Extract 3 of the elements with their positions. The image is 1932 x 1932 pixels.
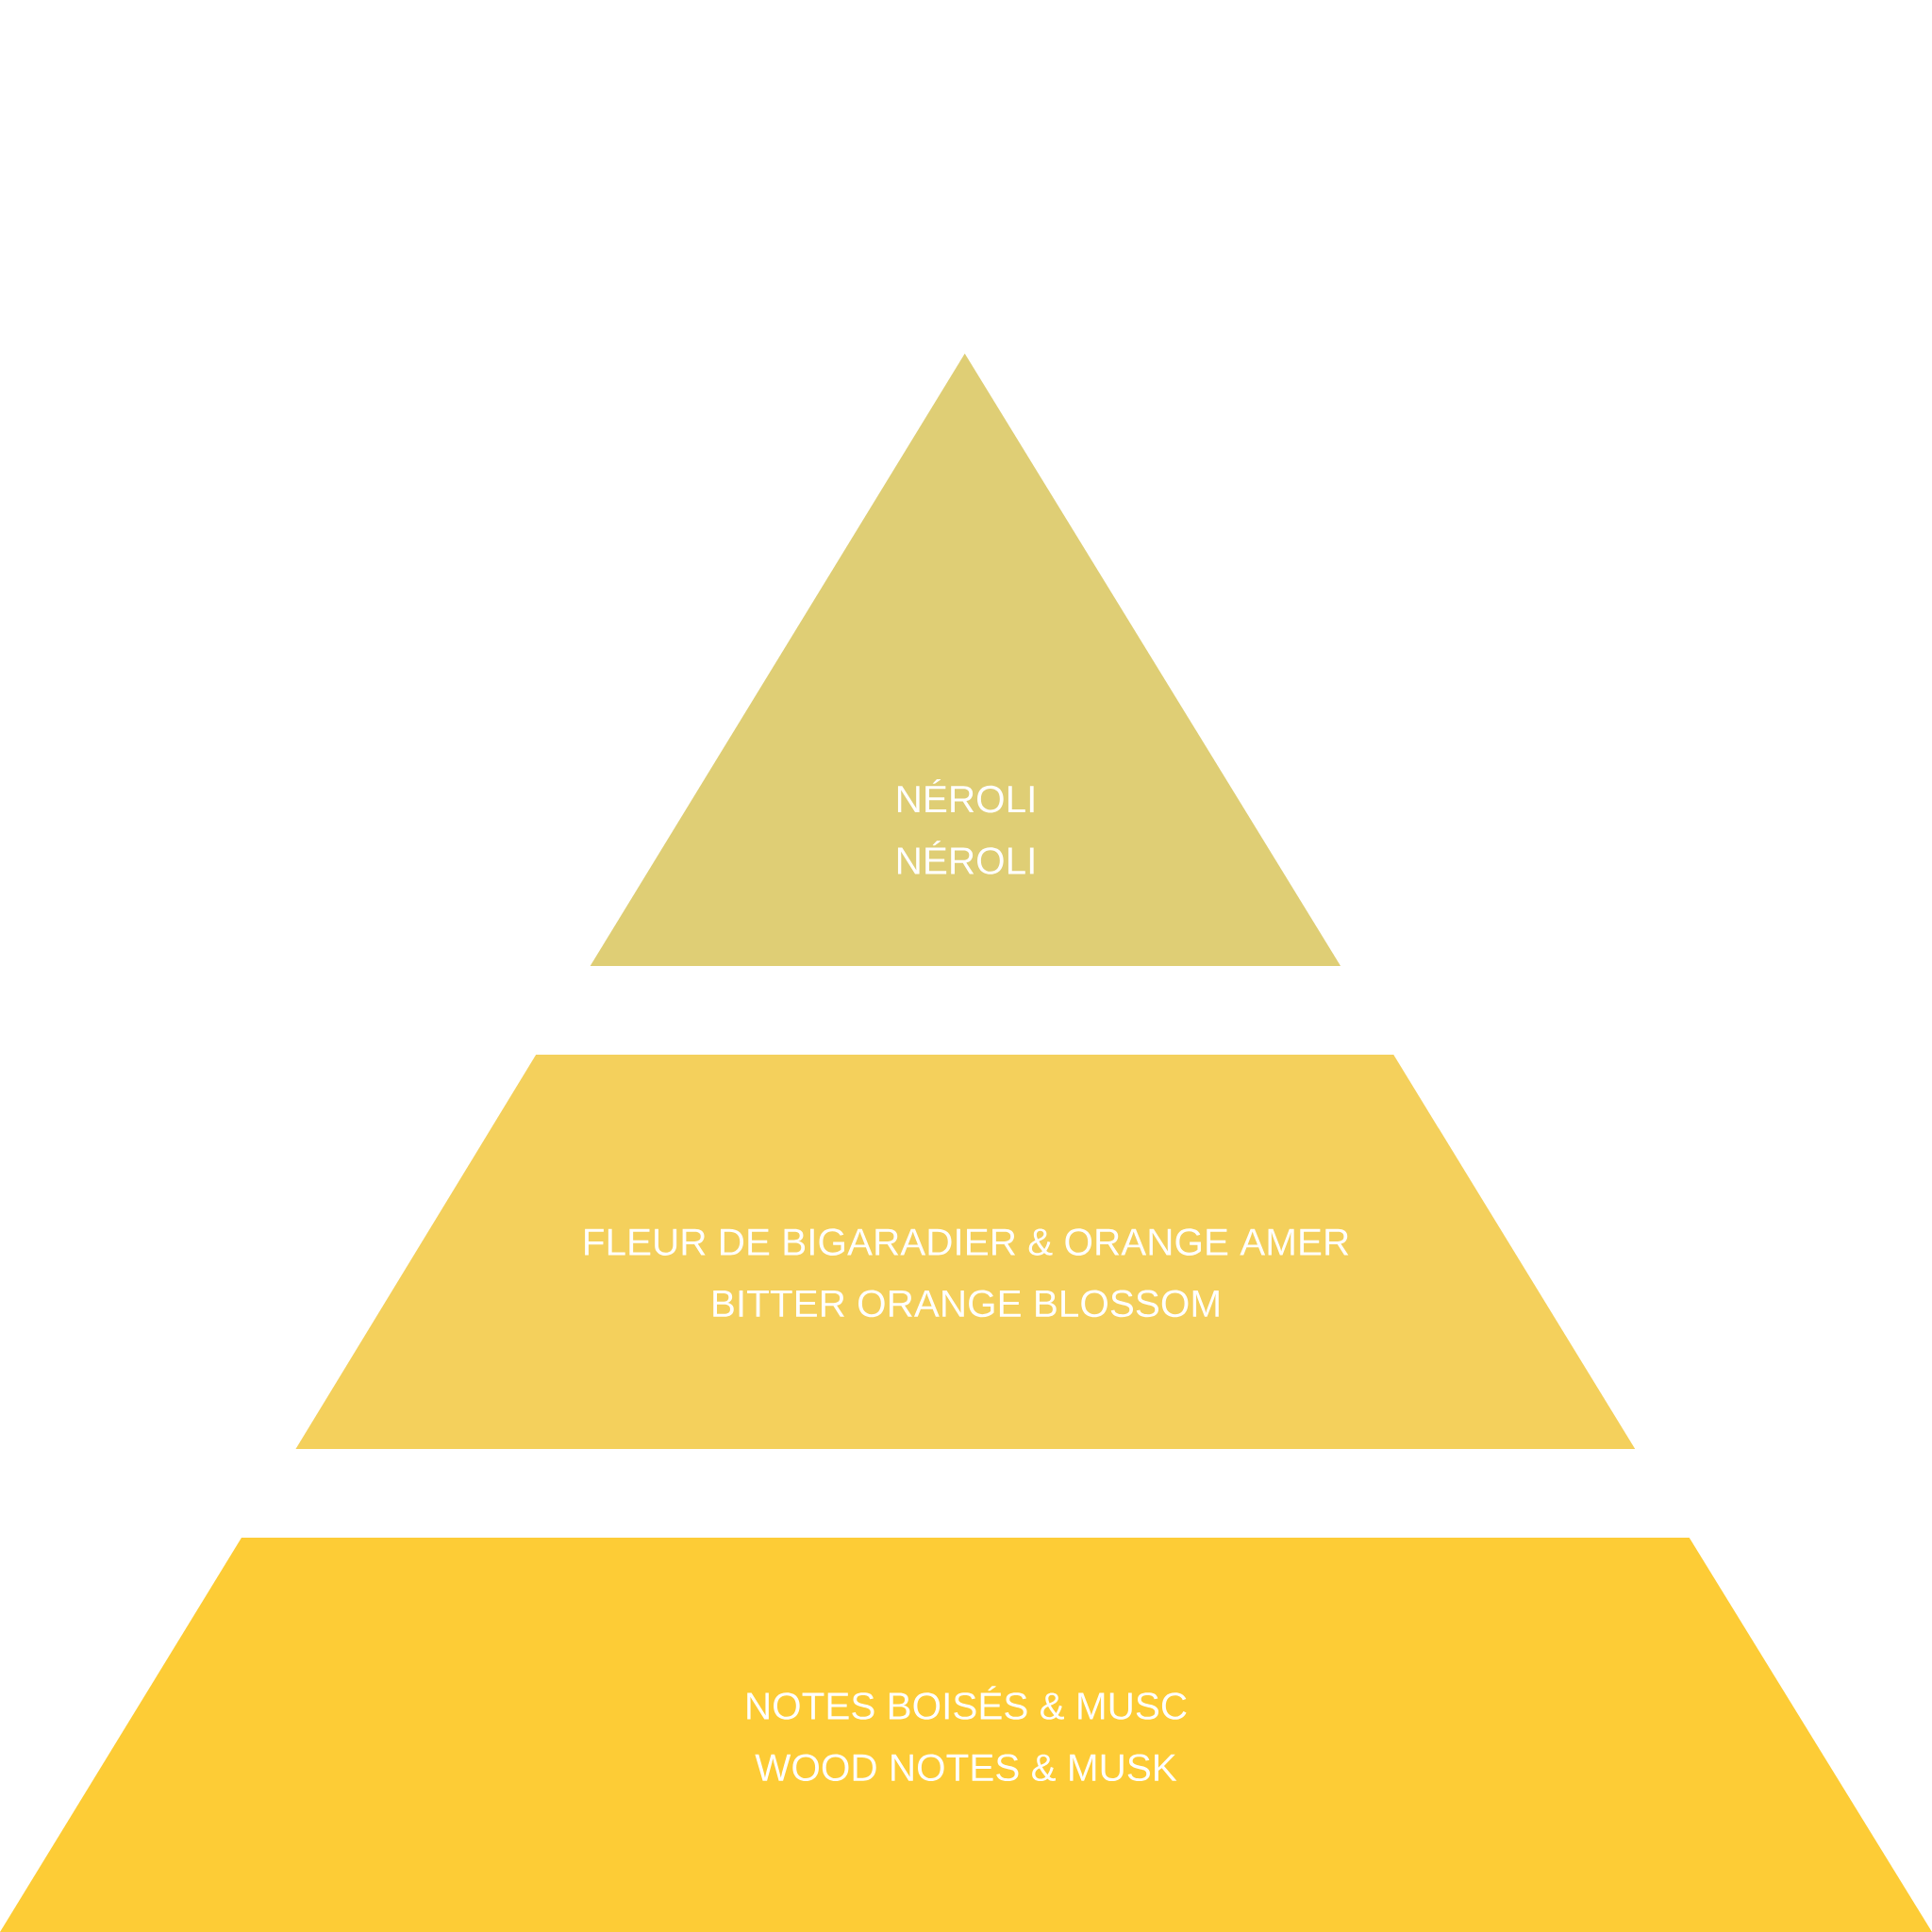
pyramid-tier: NOTES BOISÉS & MUSC WOOD NOTES & MUSK [0,1538,1932,1932]
pyramid-tier: FLEUR DE BIGARADIER & ORANGE AMER BITTER ORANGE BLOSSOM [295,1055,1636,1449]
pyramid-tier: NÉROLI NÉROLI [590,353,1341,966]
